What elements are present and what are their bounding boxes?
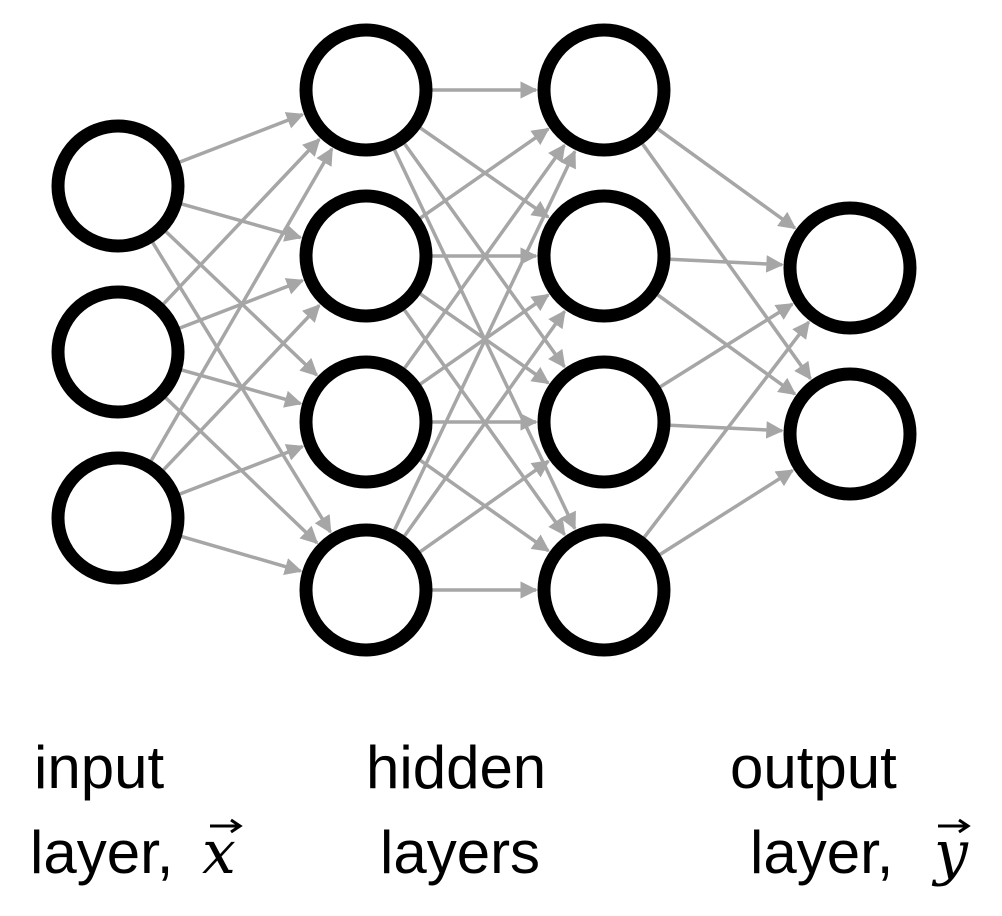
input-layer-label-line1: input <box>34 734 164 801</box>
node-input-2 <box>51 451 185 585</box>
edge-input-2-to-hidden-1-2 <box>178 444 305 496</box>
node-hidden-1-0 <box>299 23 433 157</box>
output-layer-label-line2: layer, <box>750 819 893 886</box>
edge-hidden-1-3-to-hidden-2-0 <box>392 149 577 532</box>
edge-hidden-1-3-to-hidden-2-2 <box>418 459 550 554</box>
input-vector-symbol: x <box>202 818 236 888</box>
node-output-0 <box>783 201 917 335</box>
output-vector-arrow <box>938 818 971 834</box>
node-hidden-2-0 <box>537 23 671 157</box>
edge-input-2-to-hidden-1-3 <box>180 534 303 576</box>
hidden-layers-label-line2: layers <box>380 819 540 886</box>
edge-input-2-to-hidden-1-1 <box>162 304 321 472</box>
output-layer-label-line1: output <box>730 734 897 801</box>
edge-input-2-to-hidden-1-0 <box>149 147 334 462</box>
node-input-1 <box>51 285 185 419</box>
edge-hidden-2-3-to-output-1 <box>658 468 795 557</box>
edge-hidden-2-2-to-output-0 <box>659 302 794 389</box>
edge-hidden-2-3-to-output-0 <box>642 320 811 539</box>
node-hidden-1-1 <box>299 189 433 323</box>
input-layer-label-line2: layer, <box>30 819 173 886</box>
node-hidden-2-2 <box>537 355 671 489</box>
edge-hidden-2-0-to-output-0 <box>656 127 797 230</box>
node-hidden-1-2 <box>299 355 433 489</box>
edge-input-0-to-hidden-1-0 <box>178 112 305 164</box>
neuron-nodes <box>51 23 917 657</box>
edge-hidden-1-2-to-hidden-2-0 <box>403 143 566 370</box>
node-input-0 <box>51 119 185 253</box>
node-hidden-2-1 <box>537 189 671 323</box>
connection-edges <box>149 81 812 599</box>
edge-hidden-1-3-to-hidden-2-1 <box>402 309 566 538</box>
input-vector-arrow <box>210 818 243 834</box>
node-output-1 <box>783 367 917 501</box>
edge-input-1-to-hidden-1-0 <box>162 138 321 306</box>
edge-hidden-1-1-to-hidden-2-0 <box>419 127 550 220</box>
edge-hidden-2-1-to-output-0 <box>669 255 784 273</box>
hidden-layers-label-line1: hidden <box>366 734 546 801</box>
node-hidden-1-3 <box>299 523 433 657</box>
node-hidden-2-3 <box>537 523 671 657</box>
